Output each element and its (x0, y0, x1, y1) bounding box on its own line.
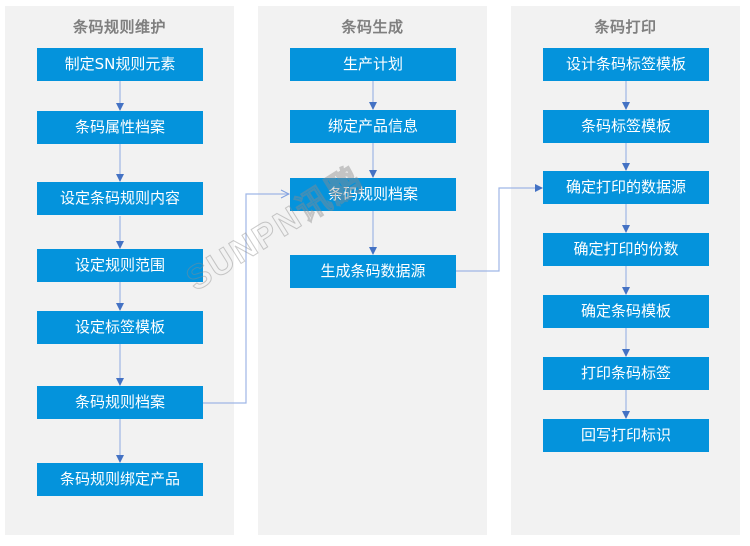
step-write-back-print-flag[interactable]: 回写打印标识 (543, 419, 709, 452)
step-production-plan[interactable]: 生产计划 (290, 48, 456, 81)
step-barcode-attribute-file[interactable]: 条码属性档案 (37, 111, 203, 144)
step-confirm-barcode-template[interactable]: 确定条码模板 (543, 295, 709, 328)
step-generate-barcode-datasource[interactable]: 生成条码数据源 (290, 255, 456, 288)
step-bind-rule-to-product[interactable]: 条码规则绑定产品 (37, 463, 203, 496)
panel-barcode-printing: 条码打印 (511, 6, 740, 535)
step-barcode-rule-file[interactable]: 条码规则档案 (37, 386, 203, 419)
step-print-barcode-label[interactable]: 打印条码标签 (543, 357, 709, 390)
step-label-template[interactable]: 条码标签模板 (543, 110, 709, 143)
panel-title: 条码打印 (594, 18, 657, 36)
step-bind-product-info[interactable]: 绑定产品信息 (290, 110, 456, 143)
step-define-sn-rule-elements[interactable]: 制定SN规则元素 (37, 48, 203, 81)
step-set-label-template[interactable]: 设定标签模板 (37, 311, 203, 344)
step-design-label-template[interactable]: 设计条码标签模板 (543, 48, 709, 81)
step-confirm-print-datasource[interactable]: 确定打印的数据源 (543, 171, 709, 204)
panel-title: 条码规则维护 (72, 18, 166, 36)
step-confirm-print-copies[interactable]: 确定打印的份数 (543, 233, 709, 266)
step-set-barcode-rule-content[interactable]: 设定条码规则内容 (37, 182, 203, 215)
step-set-rule-range[interactable]: 设定规则范围 (37, 249, 203, 282)
panel-title: 条码生成 (341, 18, 404, 36)
step-barcode-rule-file-gen[interactable]: 条码规则档案 (290, 178, 456, 211)
